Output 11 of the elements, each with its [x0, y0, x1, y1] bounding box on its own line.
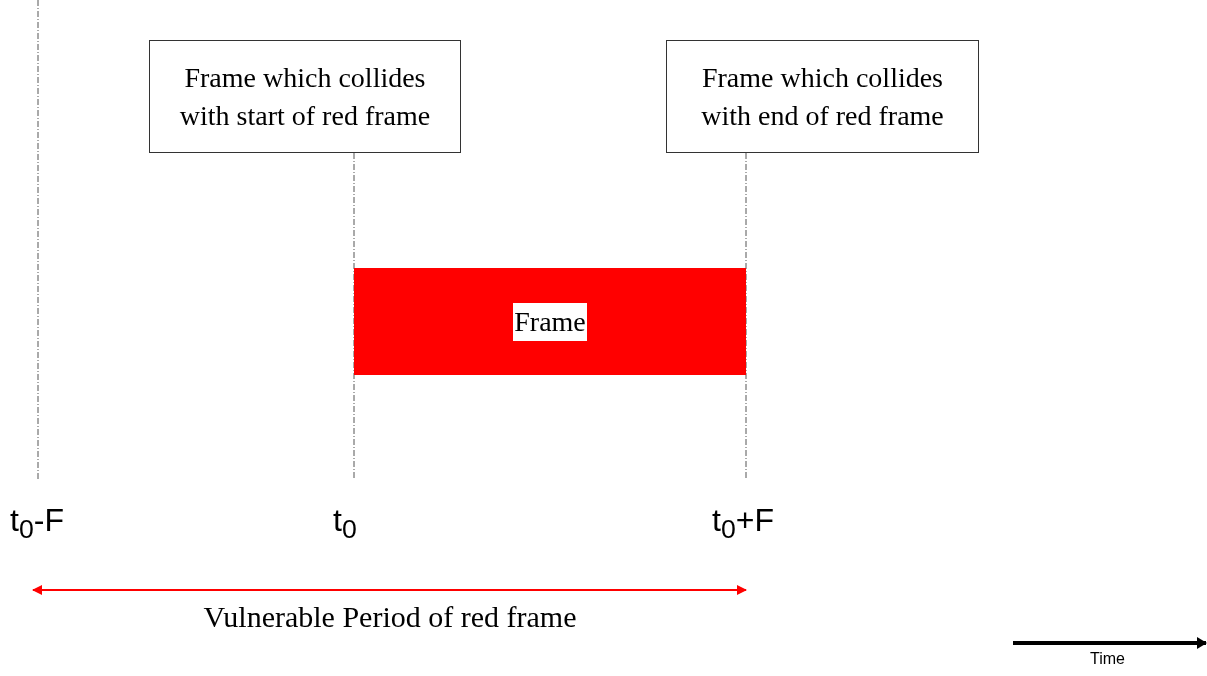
- collision-frame-box: [666, 40, 979, 153]
- time-label: t$_{0}$+F: [712, 502, 774, 546]
- period-label: Vulnerable Period of red frame: [202, 599, 578, 635]
- time-label: t$_{0}$-F: [10, 502, 64, 546]
- axis-label: Time: [1090, 650, 1125, 668]
- frame-bar: [354, 268, 746, 375]
- box-text: Frame which collides with end of red frame: [700, 60, 945, 133]
- time-label: t$_{0}$: [333, 502, 357, 546]
- collision-frame-box: [149, 40, 461, 153]
- frame-label: Frame: [513, 302, 587, 341]
- box-text: Frame which collides with start of red frame: [178, 60, 432, 133]
